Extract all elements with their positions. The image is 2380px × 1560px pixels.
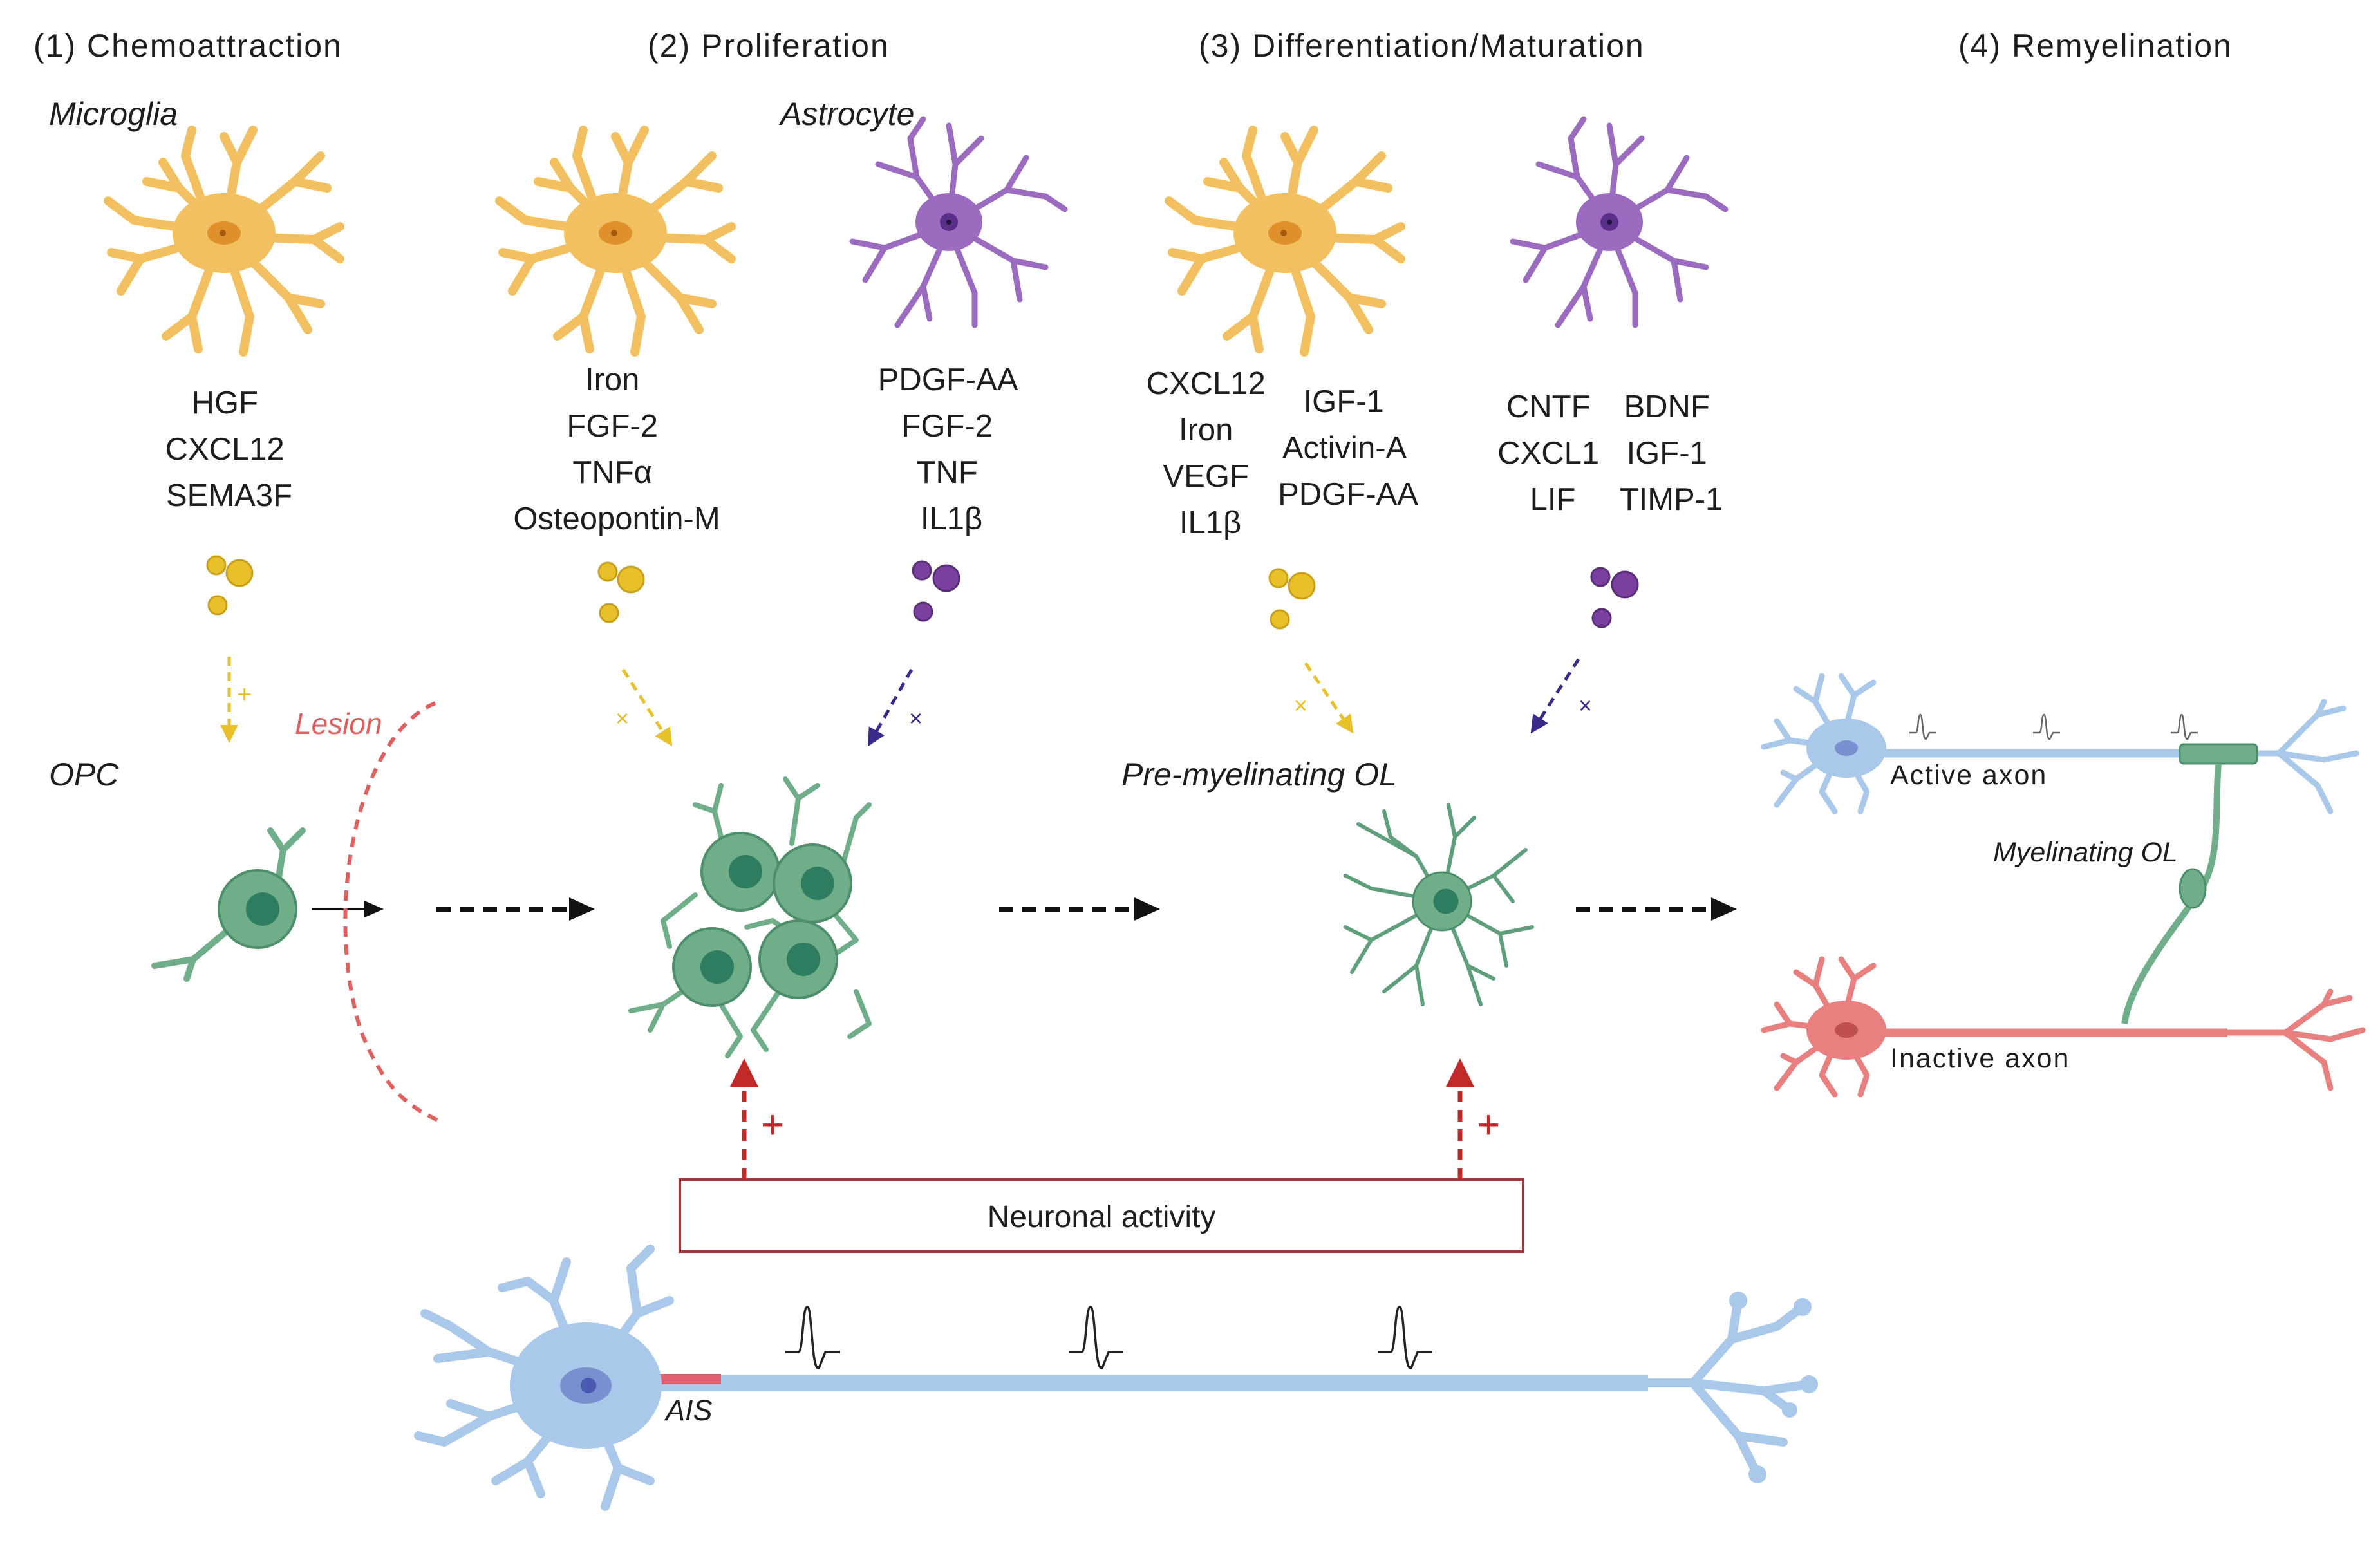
myelinating-ol-label: Myelinating OL (1993, 837, 2178, 868)
molecules-prolif-microglia (597, 561, 645, 623)
active-neuron (1761, 673, 2359, 814)
activity-effect-differentiation: + (1477, 1103, 1500, 1147)
inactive-axon-label: Inactive axon (1890, 1043, 2070, 1074)
activity-effect-proliferation: + (761, 1103, 784, 1147)
arrow-prolif-astrocyte (867, 668, 914, 747)
microglia-cell-diff (1169, 130, 1401, 352)
bottom-spike-3-icon (1376, 1306, 1434, 1369)
neuronal-activity-label: Neuronal activity (988, 1200, 1216, 1234)
stage-title-remyelination: (4) Remyelination (1958, 28, 2233, 64)
factor-list-prolif-astrocyte: PDGF-AA FGF-2 TNF IL1β (878, 362, 1026, 536)
myelinating-ol (2121, 763, 2222, 1024)
factor-list-diff-microglia-b: IGF-1 Activin-A PDGF-AA (1278, 384, 1418, 512)
lesion-border (343, 701, 439, 1122)
astrocyte-label: Astrocyte (778, 96, 914, 132)
inactive-neuron (1761, 956, 2366, 1098)
effect-prolif-astrocyte: × (909, 705, 923, 731)
effect-diff-astrocyte: × (1579, 692, 1592, 719)
myelin-sheath (2179, 743, 2258, 765)
pre-myelinating-ol-cell (1344, 803, 1534, 1006)
opc-label: OPC (49, 757, 119, 793)
microglia-cell-chemo (108, 130, 340, 352)
bottom-spike-1-icon (784, 1306, 841, 1369)
arrow-prolif-microglia (621, 668, 673, 747)
effect-prolif-microglia: × (615, 705, 629, 731)
microglia-cell-prolif (500, 130, 731, 352)
molecules-chemo (206, 555, 254, 616)
stage-title-chemoattraction: (1) Chemoattraction (33, 28, 342, 64)
factor-list-diff-microglia-a: CXCL12 Iron VEGF IL1β (1147, 366, 1275, 540)
active-spike-2-icon (2032, 713, 2061, 740)
astrocyte-cell-diff (1513, 119, 1725, 325)
ais-label: AIS (664, 1394, 713, 1427)
active-spike-3-icon (2169, 713, 2199, 740)
arrow-diff-astrocyte (1530, 658, 1580, 734)
microglia-label: Microglia (49, 96, 178, 132)
effect-diff-microglia: × (1294, 692, 1307, 719)
molecules-prolif-astrocyte (912, 560, 960, 622)
effect-chemo-plus: + (237, 681, 252, 709)
factor-list-prolif-microglia: Iron FGF-2 TNFα Osteopontin-M (513, 362, 720, 536)
pre-myelinating-ol-label: Pre-myelinating OL (1121, 757, 1397, 793)
opc-cell (151, 827, 306, 982)
arrow-diff-microglia (1304, 662, 1354, 734)
proliferating-opc-cluster (628, 776, 872, 1058)
active-axon-label: Active axon (1890, 760, 2047, 791)
molecules-diff-astrocyte (1590, 567, 1639, 628)
factor-list-diff-astrocyte-b: BDNF IGF-1 TIMP-1 (1620, 390, 1723, 517)
lesion-label: Lesion (295, 707, 382, 740)
neuronal-activity-box (679, 1178, 1524, 1253)
factor-list-diff-astrocyte-a: CNTF CXCL1 LIF (1497, 390, 1608, 517)
stage-title-proliferation: (2) Proliferation (648, 28, 890, 64)
molecules-diff-microglia (1268, 568, 1316, 630)
astrocyte-cell-prolif (852, 119, 1065, 325)
bottom-neuron (414, 1245, 1818, 1511)
stage-title-differentiation: (3) Differentiation/Maturation (1199, 28, 1645, 64)
bottom-spike-2-icon (1067, 1306, 1125, 1369)
active-spike-1-icon (1908, 713, 1938, 740)
factor-list-chemo-microglia: HGF CXCL12 SEMA3F (165, 386, 294, 513)
